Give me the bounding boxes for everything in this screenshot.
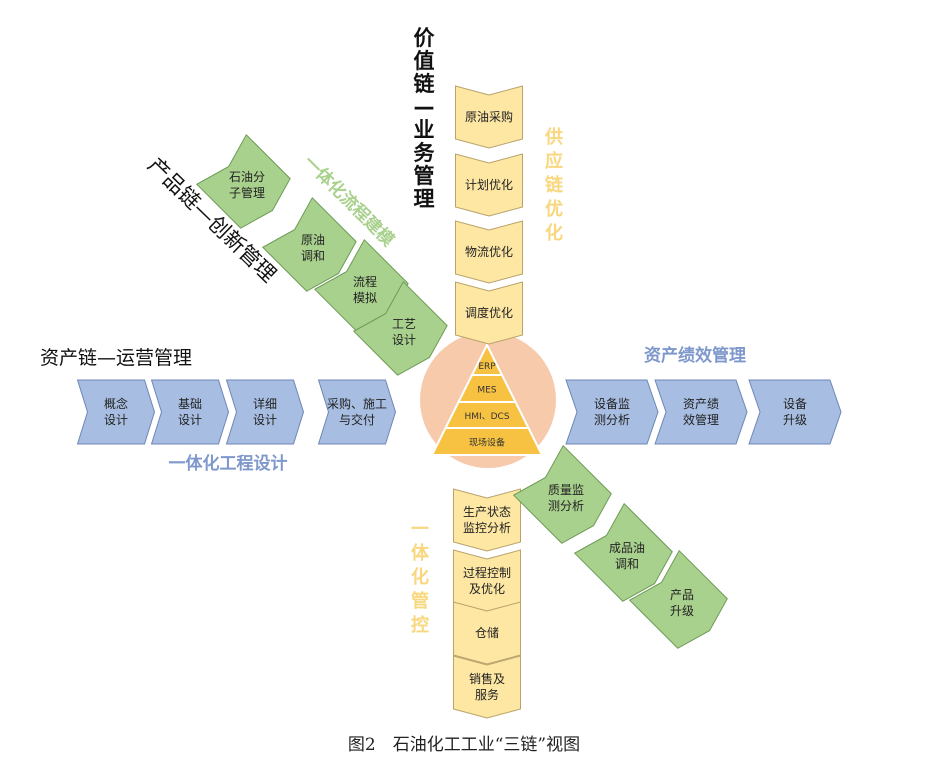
chevron-label: 调和 (301, 249, 325, 263)
chevron-label: 销售及 (469, 671, 505, 686)
chevron-label: 资产绩 (683, 397, 719, 411)
value-chain-label-char: 业 (414, 118, 435, 142)
chevron-label: 与交付 (339, 412, 375, 427)
value-chain-label-char: 务 (414, 141, 436, 165)
chevron-label: 调和 (615, 557, 639, 571)
supply-chain-opt-label-char: 供 (544, 126, 563, 148)
chevron-top-4: 调度优化 (455, 281, 523, 345)
chevron-bottom-3: 仓储 (453, 601, 521, 665)
chevron-label: 设计 (178, 413, 202, 427)
chevron-label: 质量监 (548, 483, 584, 497)
chevron-label: 服务 (475, 687, 499, 702)
chevron-label: 产品 (670, 588, 694, 602)
chevron-label: 成品油 (609, 541, 645, 555)
chevron-label: 过程控制 (463, 565, 511, 580)
chevron-label: 升级 (670, 604, 694, 618)
chevron-label: 设备监 (594, 397, 630, 411)
chevron-top-3: 物流优化 (455, 220, 523, 284)
chevron-top-1: 原油采购 (455, 85, 523, 149)
chevron-label: 原油采购 (465, 109, 513, 124)
supply-chain-opt-label-char: 化 (545, 222, 563, 244)
pyramid-level-label: ERP (478, 362, 496, 372)
integrated-control-label-char: 化 (411, 566, 429, 588)
value-chain-label-char: 价 (414, 26, 436, 50)
chevron-label: 设计 (253, 413, 277, 427)
value-chain-label-char: 理 (414, 187, 435, 211)
integrated-control-label-char: 一 (411, 519, 429, 540)
chevron-label: 效管理 (683, 412, 719, 427)
integrated-control-label-char: 管 (411, 590, 429, 612)
asset-performance-label: 资产绩效管理 (644, 345, 746, 366)
supply-chain-opt-label-char: 优 (545, 198, 563, 220)
chevron-label: 子管理 (229, 185, 265, 200)
integrated-control-label-char: 控 (411, 614, 429, 636)
pyramid-level-4 (430, 427, 544, 456)
chevron-label: 基础 (178, 397, 202, 411)
value-chain-label-char: 管 (414, 164, 435, 188)
chevron-label: 测分析 (548, 499, 584, 513)
chevron-label: 仓储 (475, 625, 499, 640)
chevron-label: 调度优化 (465, 305, 513, 320)
chevron-label: 详细 (253, 396, 277, 411)
chevron-right-2: 资产绩效管理 (654, 379, 748, 445)
chevron-label: 设计 (104, 413, 128, 427)
chevron-label: 监控分析 (463, 521, 511, 535)
chevron-label: 工艺 (392, 317, 416, 331)
chevron-label: 及优化 (469, 582, 505, 596)
chevron-label: 测分析 (594, 413, 630, 427)
supply-chain-opt-label-char: 应 (545, 150, 563, 172)
figure-caption: 图2 石油化工工业“三链”视图 (347, 735, 581, 755)
pyramid-level-label: 现场设备 (469, 437, 505, 449)
value-chain-label-char: 值 (414, 49, 435, 73)
chevron-label: 原油 (301, 233, 325, 247)
integrated-control-label-char: 体 (411, 542, 430, 564)
chevron-label: 设计 (392, 333, 416, 347)
pyramid-level-label: MES (477, 386, 496, 396)
supply-chain-opt-label-char: 链 (545, 174, 564, 196)
value-chain-label-char: — (414, 95, 435, 119)
engineering-design-label: 一体化工程设计 (169, 453, 288, 474)
chevron-label: 升级 (783, 413, 807, 427)
asset-chain-label: 资产链—运营管理 (40, 347, 192, 369)
chevron-label: 流程 (353, 274, 377, 289)
chevron-label: 模拟 (353, 291, 377, 305)
value-chain-label-char: 链 (414, 72, 436, 96)
pyramid-level-label: HMI、DCS (464, 412, 509, 422)
chevron-label: 采购、施工 (327, 396, 387, 411)
chevron-label: 生产状态 (463, 505, 511, 519)
chevron-label: 概念 (104, 396, 128, 411)
chevron-label: 设备 (783, 397, 807, 411)
chevron-label: 计划优化 (465, 178, 513, 192)
chevron-top-2: 计划优化 (455, 153, 523, 217)
chevron-label: 物流优化 (465, 245, 513, 259)
chevron-label: 石油分 (229, 170, 265, 184)
automation-pyramid: ERP MES HMI、DCS 现场设备 (430, 342, 544, 456)
